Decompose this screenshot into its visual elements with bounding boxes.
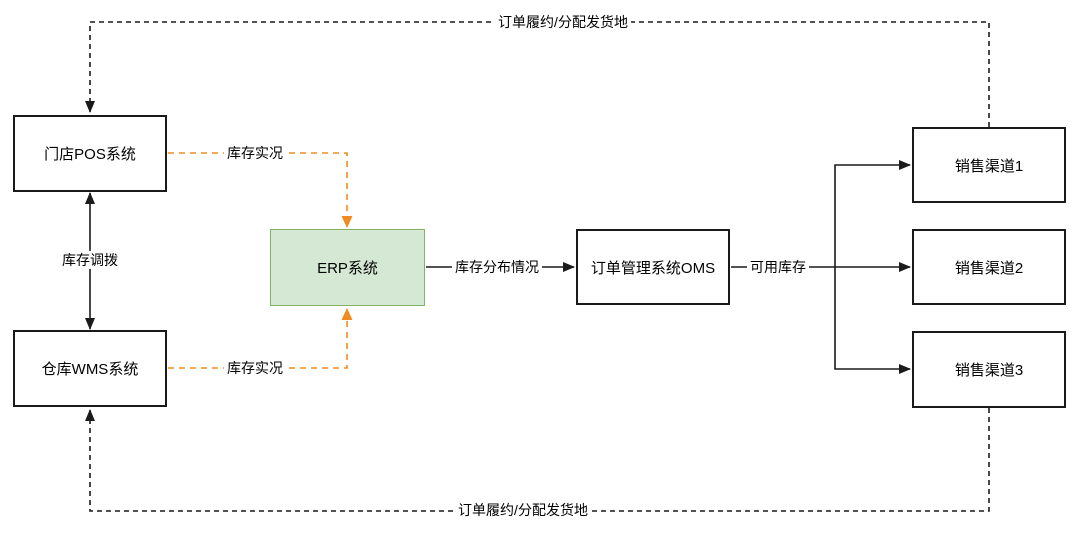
edge-branch-to-sc3 xyxy=(834,267,911,374)
edge-label-order-fulfillment-top: 订单履约/分配发货地 xyxy=(495,12,631,32)
edge-sc1-to-pos-dashed xyxy=(85,21,990,127)
edge-branch-to-sc1 xyxy=(834,160,911,267)
edge-label-stock-transfer: 库存调拨 xyxy=(59,250,121,270)
edge-label-order-fulfillment-bottom: 订单履约/分配发货地 xyxy=(455,500,591,520)
edge-label-live-stock-wms: 库存实况 xyxy=(224,358,286,378)
edge-label-stock-distribution: 库存分布情况 xyxy=(452,257,542,277)
node-store-pos-system: 门店POS系统 xyxy=(13,115,167,192)
node-erp-system: ERP系统 xyxy=(270,229,425,306)
node-sales-channel-1: 销售渠道1 xyxy=(912,127,1066,203)
node-sales-channel-3: 销售渠道3 xyxy=(912,331,1066,408)
node-order-management-oms: 订单管理系统OMS xyxy=(576,229,730,305)
node-sales-channel-2: 销售渠道2 xyxy=(912,229,1066,305)
node-warehouse-wms-system: 仓库WMS系统 xyxy=(13,330,167,407)
edge-label-available-stock: 可用库存 xyxy=(747,257,809,277)
edge-label-live-stock-pos: 库存实况 xyxy=(224,143,286,163)
edge-sc3-to-wms-dashed xyxy=(85,408,990,512)
edge-pos-to-erp-orange xyxy=(168,152,353,228)
